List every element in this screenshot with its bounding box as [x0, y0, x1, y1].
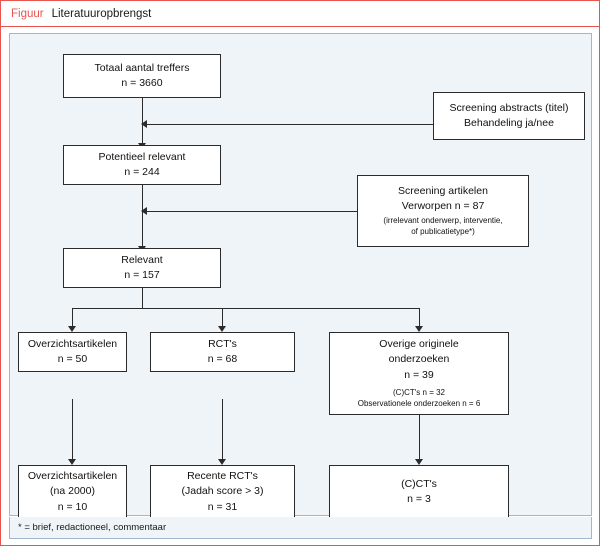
node-other-original-line-1: Overige originele — [379, 338, 459, 351]
connector-relevant-split — [72, 308, 419, 309]
node-other-original-line-2: onderzoeken — [388, 353, 450, 366]
figure-label: Figuur — [11, 7, 44, 20]
node-total: Totaal aantal treffers n = 3660 — [63, 54, 221, 98]
connector-reviews-to-reviews2000 — [72, 399, 73, 461]
arrow-rcts-to-recent — [218, 459, 226, 465]
node-screening-articles-line-2: Verworpen n = 87 — [401, 200, 485, 213]
node-recent-rcts: Recente RCT's (Jadah score > 3) n = 31 — [150, 465, 295, 519]
arrow-to-reviews — [68, 326, 76, 332]
node-rcts-line-2: n = 68 — [207, 353, 238, 365]
node-reviews-line-1: Overzichtsartikelen — [27, 337, 118, 350]
node-recent-rcts-line-1: Recente RCT's — [187, 470, 258, 483]
node-ccts-line-2: n = 3 — [407, 493, 431, 505]
arrow-to-rcts — [218, 326, 226, 332]
arrow-reviews-to-reviews2000 — [68, 459, 76, 465]
node-potential-line-1: Potentieel relevant — [98, 150, 186, 163]
node-reviews-after-2000-line-1: Overzichtsartikelen — [27, 470, 118, 483]
arrow-other-to-ccts — [415, 459, 423, 465]
node-screening-abstracts-line-2: Behandeling ja/nee — [464, 117, 554, 129]
node-potential: Potentieel relevant n = 244 — [63, 145, 221, 185]
node-screening-articles-small-2: of publicatietype*) — [411, 227, 475, 237]
node-total-line-2: n = 3660 — [121, 77, 163, 89]
node-reviews-after-2000-line-2: (na 2000) — [50, 485, 95, 498]
arrow-screening-articles — [141, 207, 147, 215]
node-potential-line-2: n = 244 — [124, 166, 160, 178]
flowchart-canvas: Totaal aantal treffers n = 3660 Screenin… — [9, 33, 592, 519]
node-screening-abstracts-line-1: Screening abstracts (titel) — [449, 101, 569, 114]
node-reviews-after-2000-line-3: n = 10 — [57, 500, 88, 513]
node-ccts: (C)CT's n = 3 — [329, 465, 509, 519]
node-relevant-line-1: Relevant — [121, 253, 163, 266]
connector-to-reviews — [72, 308, 73, 328]
connector-to-other-original — [419, 308, 420, 328]
connector-to-rcts — [222, 308, 223, 328]
node-reviews-after-2000: Overzichtsartikelen (na 2000) n = 10 — [18, 465, 127, 519]
connector-potential-to-relevant — [142, 185, 143, 248]
node-ccts-line-1: (C)CT's — [401, 477, 437, 490]
node-other-original-line-3: n = 39 — [404, 368, 434, 381]
connector-relevant-stem — [142, 288, 143, 308]
node-total-line-1: Totaal aantal treffers — [94, 61, 190, 74]
node-screening-articles-small-1: (irrelevant onderwerp, interventie, — [383, 215, 503, 225]
node-screening-abstracts: Screening abstracts (titel) Behandeling … — [433, 92, 585, 140]
connector-other-to-ccts — [419, 415, 420, 461]
node-relevant-line-2: n = 157 — [124, 269, 160, 281]
node-screening-articles: Screening artikelen Verworpen n = 87 (ir… — [357, 175, 529, 247]
connector-rcts-to-recent — [222, 399, 223, 461]
arrow-to-other-original — [415, 326, 423, 332]
connector-screening-articles — [142, 211, 358, 212]
node-rcts: RCT's n = 68 — [150, 332, 295, 372]
node-recent-rcts-line-3: n = 31 — [207, 500, 238, 513]
node-reviews: Overzichtsartikelen n = 50 — [18, 332, 127, 372]
connector-screening-abstracts — [142, 124, 434, 125]
figure-header: Figuur Literatuuropbrengst — [1, 1, 599, 27]
node-screening-articles-line-1: Screening artikelen — [398, 185, 488, 198]
node-relevant: Relevant n = 157 — [63, 248, 221, 288]
node-other-original-small-2: Observationele onderzoeken n = 6 — [357, 399, 481, 409]
figure-footnote-bar: * = brief, redactioneel, commentaar — [9, 517, 592, 539]
node-recent-rcts-line-2: (Jadah score > 3) — [181, 485, 264, 498]
node-reviews-line-2: n = 50 — [57, 353, 88, 365]
arrow-screening-abstracts — [141, 120, 147, 128]
figure-title: Literatuuropbrengst — [51, 7, 152, 20]
figure-footnote: * = brief, redactioneel, commentaar — [18, 522, 167, 533]
node-other-original: Overige originele onderzoeken n = 39 (C)… — [329, 332, 509, 415]
node-other-original-small-1: (C)CT's n = 32 — [393, 387, 445, 397]
node-rcts-line-1: RCT's — [208, 337, 237, 350]
